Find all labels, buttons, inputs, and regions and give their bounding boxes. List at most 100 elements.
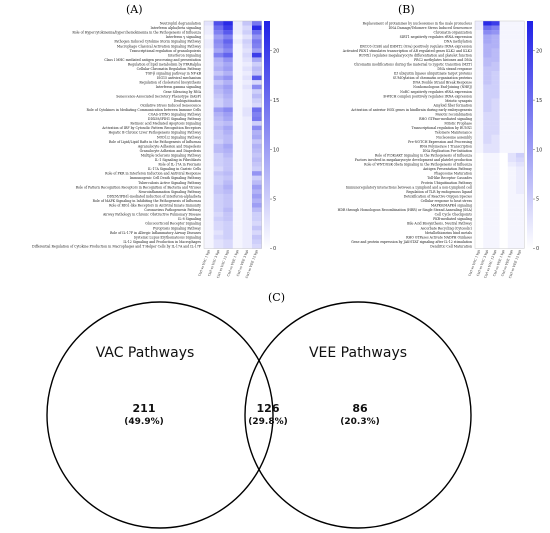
heatmap-b-cell [507,243,517,249]
heatmap-a-cell [232,89,243,94]
heatmap-b-cell [499,80,508,85]
heatmap-b-cell [516,93,525,99]
heatmap-a-cell [204,80,214,85]
heatmap-a-cell [213,198,224,204]
panel-c-label: (C) [268,291,285,304]
heatmap-a-row-label: Pathogen Induced Cytokine Storm Signalin… [114,40,201,44]
heatmap-a-cell [204,61,214,67]
heatmap-a-cell [252,148,262,154]
heatmap-a-cell [213,189,224,195]
heatmap-a-cell [252,198,262,204]
heatmap-b-cell [483,89,492,94]
heatmap-b-cell [516,89,525,94]
heatmap-a-cell [213,112,224,117]
heatmap-b-cell [491,57,500,63]
heatmap-a-cell [213,207,224,213]
heatmap-a-cell [252,48,262,54]
heatmap-a-cell [242,234,253,240]
heatmap-a-row-label: Hepatic B Chronic Liver Pathogenesis Sig… [108,131,201,135]
heatmap-b-cell [499,57,508,63]
heatmap-a-cell [242,166,253,172]
heatmap-a-cell [213,234,224,240]
heatmap-b-cell [475,30,484,35]
heatmap-a-cell [204,157,214,163]
heatmap-a-cell [204,112,214,117]
heatmap-b-cell [516,71,525,76]
heatmap-b-cell [475,25,484,31]
heatmap-b-cell [491,48,500,54]
heatmap-a-cell [232,102,243,108]
heatmap-b-cell [483,121,492,126]
heatmap-a-cell [242,221,253,226]
heatmap-a-cell [252,102,262,108]
heatmap-b-row-label: MAPK6/MAPK4 signaling [431,204,472,208]
heatmap-a-cell [204,139,214,145]
heatmap-b-cell [516,121,525,126]
heatmap-b-cell [475,75,484,81]
heatmap-a-cell [204,193,214,199]
heatmap-b-cell [475,93,484,99]
heatmap-a-cell [213,89,224,94]
heatmap-b-cell [483,234,492,240]
heatmap-b-cell [483,212,492,217]
heatmap-b-row-label: Dendritic Cell Maturation [430,244,472,248]
panel-a-label: (A) [126,3,143,16]
heatmap-a-cell [223,189,233,195]
heatmap-b-cell [491,93,500,99]
heatmap-a-cell [242,152,253,158]
heatmap-b-cell [516,143,525,149]
heatmap-b-cell [483,130,492,135]
heatmap-a-cell [223,143,233,149]
heatmap-b-cell [516,152,525,158]
heatmap-b-cell [483,43,492,49]
heatmap-b-cell [507,134,517,140]
heatmap-b-cell [475,89,484,94]
heatmap-a-cell [204,166,214,172]
heatmap-b-cell [499,152,508,158]
heatmap-b-row-label: RHO GTPases Activate NADPH Oxidases [406,235,472,239]
heatmap-a-cell [223,212,233,217]
heatmap-a-cell [204,162,214,167]
heatmap-a-cell [223,152,233,158]
heatmap-b-cell [507,221,517,226]
heatmap-b-cell [475,234,484,240]
heatmap-a-cell [232,239,243,245]
heatmap-b-row-label: Amyloid fiber formation [432,103,472,107]
heatmap-b-cell [491,43,500,49]
heatmap-b-cell [499,112,508,117]
heatmap-a-cell [252,25,262,31]
venn-diagram: VAC Pathways VEE Pathways 211 (49.9%) 12… [46,301,472,529]
heatmap-b-row-label: Activation of anterior HOX genes in hind… [350,108,472,112]
heatmap-b-cell [475,107,484,113]
heatmap-a-cell [223,157,233,163]
heatmap-b-cell [475,125,484,131]
heatmap-b-cell [499,193,508,199]
heatmap-a-cell [213,34,224,40]
heatmap-a-row-label: Interferon alpha/beta signaling [151,26,201,30]
heatmap-b-cell [491,89,500,94]
heatmap-b-cell [499,121,508,126]
heatmap-a-cell [232,203,243,208]
heatmap-b-cell [507,121,517,126]
heatmap-b-cell [491,116,500,122]
heatmap-b-row-label: Mitotic Prophase [444,122,472,126]
heatmap-b-cell [491,34,500,40]
heatmap-b-cell [475,52,484,58]
heatmap-a-cell [223,57,233,63]
heatmap-b-cell [499,43,508,49]
heatmap-b-cell [507,66,517,72]
heatmap-b-cell [483,171,492,176]
heatmap-a-cell [252,61,262,67]
heatmap-a-cell [204,39,214,44]
heatmap-a-cell [213,171,224,176]
heatmap-a-cell [204,171,214,176]
heatmap-a-cell [223,61,233,67]
heatmap-b-row-label: DNA Damage/Telomere Stress Induced Senes… [389,26,473,30]
heatmap-b-cell [499,230,508,236]
heatmap-b-cell [483,189,492,195]
heatmap-b-cell [475,143,484,149]
heatmap-b-cell [491,30,500,35]
heatmap-a-cell [242,243,253,249]
heatmap-b-cell [516,134,525,140]
heatmap-b-row-label: B-WICH complex positively regulates rRNA… [383,94,472,98]
